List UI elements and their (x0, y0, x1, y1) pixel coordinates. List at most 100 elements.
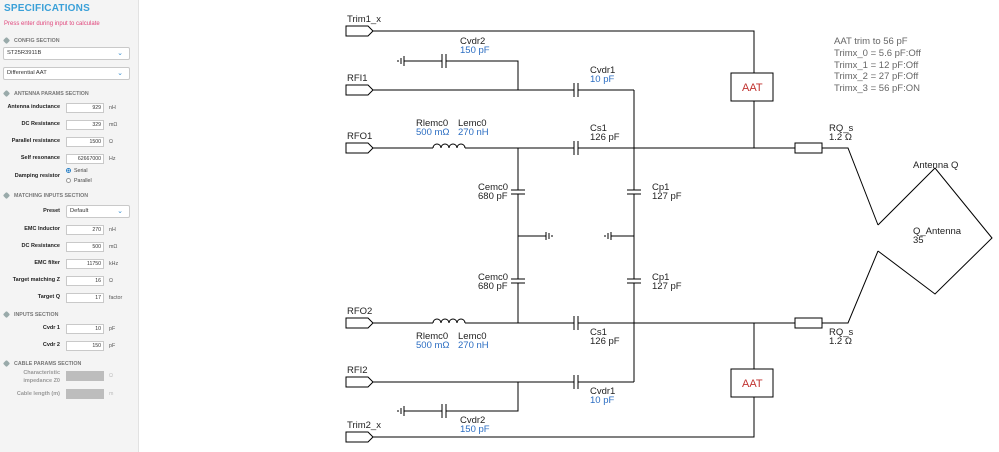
svg-text:500 mΩ: 500 mΩ (416, 127, 450, 138)
specifications-panel: SPECIFICATIONS Press enter during input … (0, 0, 139, 452)
port-rfo1: RFO1 (345, 131, 374, 154)
target-matching-z-unit: Ω (109, 278, 113, 284)
svg-text:Trimx_1 = 12 pF:Off: Trimx_1 = 12 pF:Off (834, 60, 919, 71)
panel-title: SPECIFICATIONS (4, 3, 90, 14)
emc-filter-label: EMC filter (34, 260, 60, 266)
emc-filter-unit: kHz (109, 261, 119, 267)
svg-text:Trim1_x: Trim1_x (347, 14, 381, 25)
self-resonance-input[interactable]: 62667000 (66, 154, 104, 164)
chevron-down-icon: ⌄ (117, 50, 123, 57)
emc-inductor-label: EMC Inductor (24, 226, 60, 232)
antenna-params-section-header: ANTENNA PARAMS SECTION (2, 90, 89, 98)
antenna-q: Antenna Q Q_Antenna 35 (877, 160, 993, 295)
parallel-resistance-label: Parallel resistance (11, 138, 60, 144)
cvdr1-input[interactable]: 10 (66, 324, 104, 334)
svg-text:680 pF: 680 pF (478, 281, 508, 292)
parallel-resistance-unit: Ω (109, 139, 113, 145)
self-resonance-label: Self resonance (20, 155, 60, 161)
aat-trim-info: AAT trim to 56 pF Trimx_0 = 5.6 pF:Off T… (834, 36, 921, 94)
svg-text:Q_Antenna: Q_Antenna (913, 226, 962, 237)
emc-inductor-input[interactable]: 270 (66, 225, 104, 235)
port-rfi1: RFI1 (345, 73, 374, 96)
svg-text:RFI1: RFI1 (347, 73, 368, 84)
cvdr1-label: Cvdr 1 (42, 325, 60, 331)
cvdr1-bottom-capacitor: Cvdr1 10 pF (373, 375, 634, 406)
parallel-resistance-input[interactable]: 1500 (66, 137, 104, 147)
cable-params-section-header: CABLE PARAMS SECTION (2, 360, 81, 368)
cemc0-bottom-capacitor: Cemc0 680 pF (478, 236, 525, 323)
svg-text:10 pF: 10 pF (590, 395, 614, 406)
svg-text:Cvdr2: Cvdr2 (460, 36, 485, 47)
emc-dc-resistance-input[interactable]: 500 (66, 242, 104, 252)
port-trim1: Trim1_x (345, 14, 381, 37)
matching-inputs-section-header: MATCHING INPUTS SECTION (2, 192, 88, 200)
preset-label: Preset (43, 208, 60, 214)
cs1-top-capacitor: Cs1 126 pF (465, 123, 795, 155)
damping-serial-radio[interactable]: Serial (66, 168, 88, 174)
svg-text:Rlemc0: Rlemc0 (416, 118, 448, 129)
svg-text:Cvdr2: Cvdr2 (460, 415, 485, 426)
svg-text:35: 35 (913, 235, 924, 246)
svg-text:Cemc0: Cemc0 (478, 272, 508, 283)
svg-text:Cvdr1: Cvdr1 (590, 65, 615, 76)
svg-text:Antenna Q: Antenna Q (913, 160, 958, 171)
svg-text:680 pF: 680 pF (478, 191, 508, 202)
svg-text:RFI2: RFI2 (347, 365, 368, 376)
emc-filter-input[interactable]: 11750 (66, 259, 104, 269)
impedance-unit: Ω (109, 373, 113, 379)
svg-text:Cp1: Cp1 (652, 182, 669, 193)
svg-text:126 pF: 126 pF (590, 336, 620, 347)
damping-parallel-radio[interactable]: Parallel (66, 178, 92, 184)
damping-resistor-label: Damping resistor (14, 173, 60, 179)
antenna-inductance-unit: nH (109, 105, 116, 111)
target-matching-z-label: Target matching Z (12, 277, 60, 283)
cs1-bottom-capacitor: Cs1 126 pF (465, 316, 795, 347)
svg-text:1.2 Ω: 1.2 Ω (829, 336, 852, 347)
lemc0-top-inductor: Rlemc0 500 mΩ Lemc0 270 nH (373, 118, 489, 149)
svg-text:Trimx_0 = 5.6 pF:Off: Trimx_0 = 5.6 pF:Off (834, 48, 921, 59)
svg-text:AAT trim to 56 pF: AAT trim to 56 pF (834, 36, 908, 47)
ground-symbol-center-right (604, 232, 634, 240)
lemc0-bottom-inductor: Rlemc0 500 mΩ Lemc0 270 nH (373, 318, 489, 351)
calculate-hint: Press enter during input to calculate (4, 21, 100, 27)
cvdr2-label: Cvdr 2 (42, 342, 60, 348)
aat-bottom-block: AAT (730, 368, 774, 398)
impedance-input (66, 371, 104, 381)
target-q-label: Target Q (37, 294, 60, 300)
cvdr1-unit: pF (109, 326, 116, 332)
svg-text:Lemc0: Lemc0 (458, 331, 487, 342)
preset-select[interactable]: Default⌄ (66, 205, 130, 218)
svg-text:150 pF: 150 pF (460, 45, 490, 56)
cp1-bottom-capacitor: Cp1 127 pF (627, 236, 682, 323)
antenna-inductance-input[interactable]: 929 (66, 103, 104, 113)
svg-text:150 pF: 150 pF (460, 424, 490, 435)
svg-text:10 pF: 10 pF (590, 74, 614, 85)
cable-length-unit: m (109, 391, 114, 397)
dc-resistance-unit: mΩ (109, 122, 118, 128)
impedance-label-line1: Characteristic (23, 370, 60, 376)
dc-resistance-input[interactable]: 329 (66, 120, 104, 130)
cable-length-label: Cable length (m) (16, 391, 60, 397)
port-rfo2: RFO2 (345, 306, 374, 329)
target-q-input[interactable]: 17 (66, 293, 104, 303)
svg-text:Cvdr1: Cvdr1 (590, 386, 615, 397)
mode-select[interactable]: Differential AAT⌄ (3, 67, 130, 80)
svg-text:Cemc0: Cemc0 (478, 182, 508, 193)
ground-symbol-center-left (518, 232, 553, 240)
svg-text:127 pF: 127 pF (652, 191, 682, 202)
svg-text:Rlemc0: Rlemc0 (416, 331, 448, 342)
chip-select[interactable]: ST25R3911B⌄ (3, 47, 130, 60)
svg-text:Cp1: Cp1 (652, 272, 669, 283)
svg-text:Cs1: Cs1 (590, 327, 607, 338)
rq-bottom-resistor: RQ_s 1.2 Ω (794, 317, 854, 347)
cvdr2-input[interactable]: 150 (66, 341, 104, 351)
chevron-down-icon: ⌄ (117, 70, 123, 77)
emc-inductor-unit: nH (109, 227, 116, 233)
svg-text:RFO2: RFO2 (347, 306, 372, 317)
target-matching-z-input[interactable]: 16 (66, 276, 104, 286)
svg-text:Cs1: Cs1 (590, 123, 607, 134)
target-q-unit: factor (109, 295, 123, 301)
svg-text:270 nH: 270 nH (458, 340, 489, 351)
cvdr2-top-capacitor: Cvdr2 150 pF (397, 36, 519, 90)
